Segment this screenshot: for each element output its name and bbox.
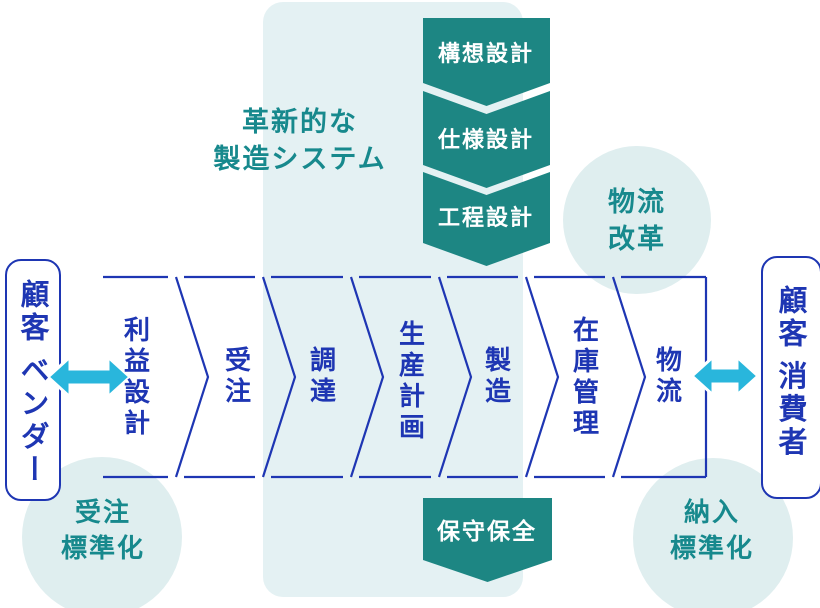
right-actor-customer-label: 顧客 (774, 285, 806, 351)
innovation-title-line1: 革新的な (241, 107, 358, 137)
maintenance-banner-shape (423, 498, 552, 582)
stage-label-production-planning: 生産計画 (395, 320, 426, 444)
stage-label-procurement: 調達 (306, 346, 337, 408)
logistics-reform-circle (563, 146, 711, 294)
right-actor-consumer-label: 消費者 (774, 360, 806, 460)
design-step-shape-1 (423, 18, 550, 106)
customer-consumer-box (761, 256, 820, 499)
stage-label-order: 受注 (221, 346, 252, 408)
stage-label-inventory-management: 在庫管理 (569, 316, 600, 440)
logistics-reform-label: 物流 改革 (608, 184, 666, 258)
stage-label-manufacturing: 製造 (481, 346, 512, 408)
delivery-standardization-label: 納入 標準化 (670, 494, 754, 566)
order-standardization-label: 受注 標準化 (61, 494, 145, 566)
maintenance-label: 保守保全 (437, 518, 537, 544)
left-actor-customer-label: 顧客 (16, 279, 48, 345)
logistics-reform-line2: 改革 (608, 224, 666, 254)
stage-label-logistics: 物流 (652, 346, 683, 408)
design-step-shape-3 (423, 172, 550, 266)
delivery-standardization-line2: 標準化 (669, 533, 755, 563)
innovation-title-line2: 製造システム (213, 144, 387, 174)
innovation-title: 革新的な 製造システム (213, 104, 386, 178)
order-standardization-line1: 受注 (74, 497, 132, 527)
right-double-arrow-icon (689, 353, 761, 399)
design-step-shape-2 (423, 91, 550, 188)
design-step-label-process: 工程設計 (437, 205, 535, 230)
order-standardization-line2: 標準化 (60, 533, 146, 563)
delivery-standardization-line1: 納入 (683, 497, 741, 527)
design-step-label-spec: 仕様設計 (437, 127, 535, 152)
logistics-reform-line1: 物流 (608, 187, 666, 217)
design-step-label-concept: 構想設計 (437, 41, 535, 66)
stage-label-profit-design: 利益設計 (120, 316, 151, 440)
left-double-arrow-icon (45, 353, 133, 401)
left-actor-vendor-label: ベンダー (16, 355, 48, 487)
